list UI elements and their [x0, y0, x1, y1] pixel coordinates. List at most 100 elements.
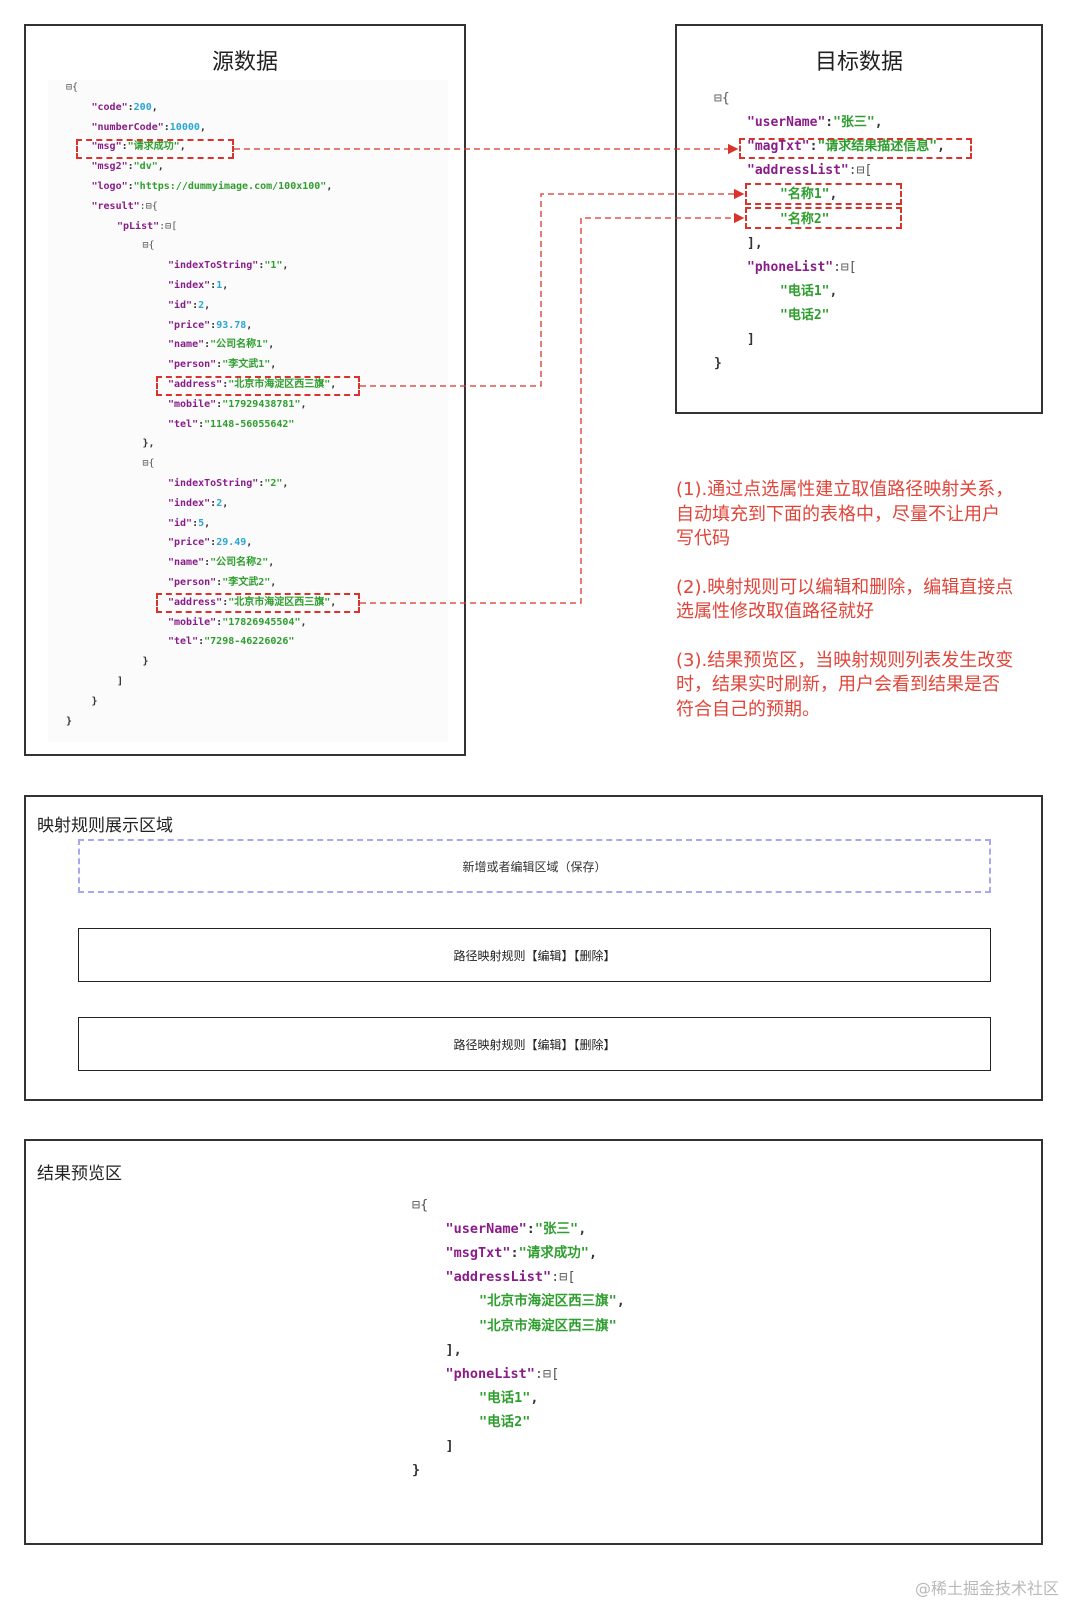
json-line[interactable]: "msg":"请求成功", [92, 142, 186, 152]
json-key: "name" [168, 557, 205, 569]
json-line[interactable]: ⊟{ [412, 1197, 429, 1213]
address2-source-highlight[interactable] [156, 593, 360, 613]
name2-target-highlight[interactable] [745, 207, 902, 229]
note-line: 时，结果实时刷新，用户会看到结果是否 [676, 674, 1000, 695]
json-punct: } [66, 715, 73, 727]
json-line[interactable]: "电话2" [479, 1415, 530, 1430]
json-number: 93.78 [216, 319, 247, 331]
json-line[interactable]: "magTxt":"请求结果描述信息", [747, 140, 945, 153]
json-line[interactable]: "price":29.49, [168, 538, 252, 548]
json-line[interactable]: "北京市海淀区西三旗" [479, 1319, 617, 1334]
json-punct: : [216, 616, 223, 628]
json-line[interactable]: "id":2, [168, 300, 210, 311]
json-line[interactable]: } [92, 696, 98, 707]
json-line[interactable]: "电话1", [780, 285, 837, 298]
json-line[interactable]: ⊟{ [66, 83, 78, 93]
json-key: "result" [91, 200, 140, 212]
json-line[interactable]: "index":2, [168, 498, 228, 509]
collapse-toggle[interactable]: ⊟{ [714, 91, 730, 106]
json-line[interactable]: ⊟{ [143, 459, 155, 469]
json-key: "numberCode" [91, 121, 164, 133]
json-line[interactable]: "名称2" [780, 213, 829, 226]
note-line: 符合自己的预期。 [676, 698, 820, 720]
json-punct: } [714, 356, 722, 372]
json-line[interactable]: "index":1, [168, 281, 228, 291]
json-punct: , [300, 398, 307, 410]
collapse-toggle[interactable]: :⊟[ [833, 259, 857, 275]
name1-target-highlight[interactable] [745, 183, 902, 205]
json-line[interactable]: "numberCode":10000, [91, 121, 206, 133]
json-line[interactable]: "indexToString":"1", [168, 261, 288, 271]
address1-source-highlight[interactable] [156, 376, 360, 396]
json-line[interactable]: "id":5, [168, 518, 210, 529]
json-line[interactable]: "person":"李文武2", [168, 578, 276, 588]
mapping-rule-row[interactable]: 路径映射规则【编辑】【删除】 [78, 1017, 991, 1071]
json-line[interactable]: "indexToString":"2", [168, 479, 288, 489]
json-string: "公司名称1" [210, 339, 269, 351]
json-line[interactable]: ⊟{ [714, 92, 730, 105]
json-string: "17929438781" [222, 398, 301, 410]
json-line[interactable]: ⊟{ [143, 241, 155, 251]
json-line[interactable]: "addressList":⊟[ [446, 1271, 576, 1285]
json-line[interactable]: } [66, 715, 73, 727]
json-line[interactable]: "result":⊟{ [91, 200, 158, 212]
json-line[interactable]: "logo":"https://dummyimage.com/100x100", [92, 182, 333, 192]
json-line[interactable]: "person":"李文武1", [168, 360, 276, 370]
collapse-toggle[interactable]: :⊟[ [159, 220, 178, 232]
json-line[interactable]: "msg2":"dv", [92, 162, 164, 172]
json-line[interactable]: "phoneList":⊟[ [747, 261, 857, 274]
json-line[interactable]: } [143, 657, 149, 667]
json-line[interactable]: ], [446, 1343, 462, 1358]
collapse-toggle[interactable]: :⊟[ [848, 163, 873, 179]
note-line: (1).通过点选属性建立取值路径映射关系， [676, 479, 1014, 500]
json-line[interactable]: "mobile":"17826945504", [168, 616, 307, 628]
json-line[interactable]: "msgTxt":"请求成功", [446, 1246, 598, 1261]
json-punct: , [616, 1293, 625, 1310]
collapse-toggle[interactable]: ⊟{ [66, 82, 79, 93]
magtxt-target-highlight[interactable] [739, 138, 972, 159]
json-number: 200 [133, 101, 152, 113]
json-line[interactable]: "名称1", [780, 188, 837, 201]
json-line[interactable]: "price":93.78, [168, 319, 252, 331]
collapse-toggle[interactable]: ⊟{ [412, 1197, 429, 1213]
json-line[interactable]: ], [747, 237, 763, 250]
json-line[interactable]: "tel":"7298-46226026" [168, 637, 294, 647]
collapse-toggle[interactable]: :⊟{ [139, 200, 158, 212]
json-line[interactable]: "addressList":⊟[ [747, 164, 872, 177]
json-key: "mobile" [168, 398, 217, 410]
json-line[interactable]: }, [143, 439, 155, 449]
json-line[interactable]: "北京市海淀区西三旗", [479, 1295, 625, 1309]
json-key: "pList" [117, 220, 160, 232]
json-line[interactable]: ] [747, 333, 755, 346]
json-line[interactable]: ] [117, 677, 123, 687]
json-line[interactable]: } [714, 357, 722, 370]
mapping-rule-row[interactable]: 路径映射规则【编辑】【删除】 [78, 928, 991, 982]
json-line[interactable]: "pList":⊟[ [117, 220, 178, 232]
json-line[interactable]: "address":"北京市海淀区西三旗", [168, 380, 336, 390]
json-punct: : [121, 141, 128, 153]
json-line[interactable]: "电话2" [780, 309, 829, 322]
mapping-rules-section: 映射规则展示区域 新增或者编辑区域（保存） 路径映射规则【编辑】【删除】 路径映… [24, 795, 1043, 1101]
json-line[interactable]: "tel":"1148-56055642" [168, 419, 294, 430]
json-line[interactable]: "userName":"张三", [747, 116, 883, 129]
json-punct: ] [747, 332, 755, 347]
json-punct: , [326, 181, 333, 192]
json-line[interactable]: "电话1", [479, 1391, 539, 1406]
rule-edit-zone[interactable]: 新增或者编辑区域（保存） [78, 839, 991, 893]
collapse-toggle[interactable]: ⊟{ [142, 240, 155, 252]
json-line[interactable]: "address":"北京市海淀区西三旗", [168, 597, 336, 608]
collapse-toggle[interactable]: ⊟{ [142, 458, 155, 470]
msg-source-highlight[interactable] [76, 139, 234, 159]
json-line[interactable]: "mobile":"17929438781", [168, 398, 307, 410]
collapse-toggle[interactable]: :⊟[ [551, 1269, 576, 1286]
json-line[interactable]: "name":"公司名称1", [168, 340, 274, 350]
json-line[interactable]: ] [446, 1439, 454, 1454]
json-line[interactable]: "userName":"张三", [446, 1222, 587, 1237]
json-line[interactable]: "phoneList":⊟[ [446, 1365, 560, 1382]
collapse-toggle[interactable]: :⊟[ [534, 1365, 560, 1382]
json-line[interactable]: "code":200, [92, 101, 158, 113]
json-line[interactable]: } [412, 1463, 420, 1478]
json-punct: , [282, 478, 289, 489]
json-line[interactable]: "name":"公司名称2", [168, 558, 274, 568]
json-punct: : [825, 115, 834, 131]
